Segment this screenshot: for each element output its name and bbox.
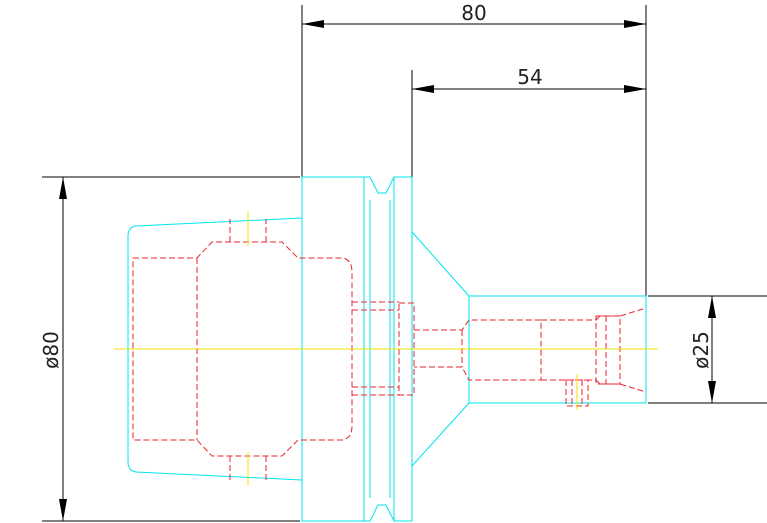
- dim-body-diameter: ø80: [39, 331, 63, 369]
- centerlines: [114, 212, 658, 486]
- dimension-lines: [42, 5, 767, 522]
- dim-shank-diameter: ø25: [689, 331, 713, 369]
- dim-overall-length: 80: [461, 1, 486, 25]
- dim-tail-length: 54: [517, 65, 542, 89]
